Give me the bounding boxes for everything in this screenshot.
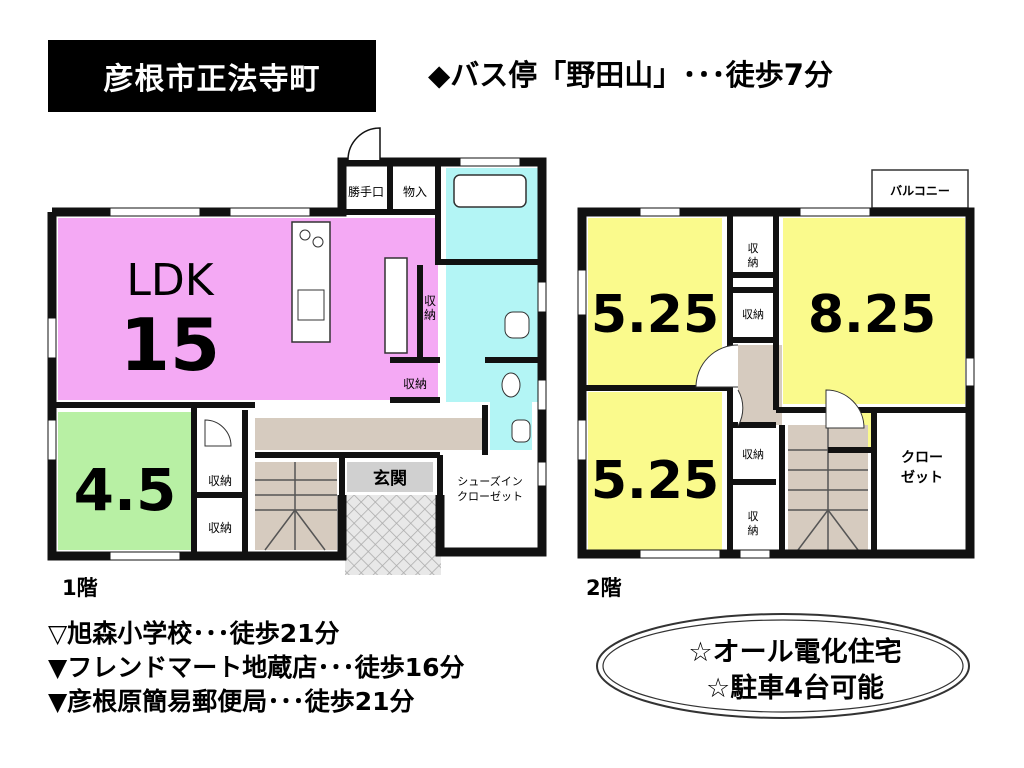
- bedroom-c-size: 5.25: [591, 451, 719, 511]
- shuno-label-2f: 収納: [748, 510, 759, 537]
- second-floor-label: 2階: [586, 576, 622, 600]
- feature-all-electric: ☆オール電化住宅: [688, 637, 902, 668]
- washitsu-size: 4.5: [74, 456, 177, 524]
- shuno-label-2f: 収納: [742, 448, 764, 461]
- bedroom-a-size: 5.25: [591, 285, 719, 345]
- corridor-1f: [255, 418, 485, 450]
- nearby-school: ▽旭森小学校･･･徒歩21分: [48, 619, 340, 648]
- shuno-label-2f: 収納: [748, 242, 759, 269]
- first-floor-label: 1階: [62, 576, 98, 600]
- first-floor-plan: LDK 15 4.5 勝手口 物入 収納 収納 収納 収納 玄関 シューズイン …: [47, 127, 547, 575]
- genkan-label: 玄関: [373, 468, 407, 489]
- second-floor-plan: 5.25 8.25 5.25 バルコニー クローゼット 収納 収納 収納 収納: [577, 169, 975, 559]
- bedroom-a: [588, 218, 722, 386]
- location-title: 彦根市正法寺町: [48, 40, 376, 112]
- feature-parking: ☆駐車4台可能: [706, 673, 884, 704]
- bedroom-b-size: 8.25: [808, 285, 936, 345]
- ldk-room: [58, 218, 438, 400]
- monoire-label: 物入: [403, 185, 427, 199]
- balcony: [871, 169, 969, 209]
- washitsu-room: [58, 412, 194, 550]
- shoes-closet-label-1: シューズイン: [457, 474, 522, 488]
- feature-ellipse: [596, 613, 970, 719]
- nearby-supermarket: ▼フレンドマート地蔵店･･･徒歩16分: [48, 653, 465, 682]
- shoes-closet-label-2: クローゼット: [457, 490, 523, 503]
- shuno-label: 収納: [403, 377, 427, 391]
- shuno-label: 収納: [208, 474, 232, 488]
- katteguchi-label: 勝手口: [348, 184, 384, 199]
- closet-label: クローゼット: [901, 450, 943, 486]
- stairs-1f: [255, 462, 337, 550]
- bedroom-c: [588, 392, 722, 550]
- bus-stop-info: ◆バス停「野田山」･･･徒歩7分: [428, 58, 833, 92]
- shuno-label-2f: 収納: [742, 308, 764, 321]
- nearby-post-office: ▼彦根原簡易郵便局･･･徒歩21分: [48, 687, 415, 716]
- shuno-vertical-label: 収納: [424, 294, 436, 322]
- bedroom-b: [783, 218, 965, 404]
- genkan-floor: [347, 462, 433, 492]
- ldk-label: LDK: [126, 255, 214, 306]
- walk-in-closet: [880, 410, 965, 548]
- ldk-size: 15: [120, 303, 220, 387]
- shuno-label: 収納: [208, 521, 232, 535]
- balcony-label: バルコニー: [890, 184, 950, 198]
